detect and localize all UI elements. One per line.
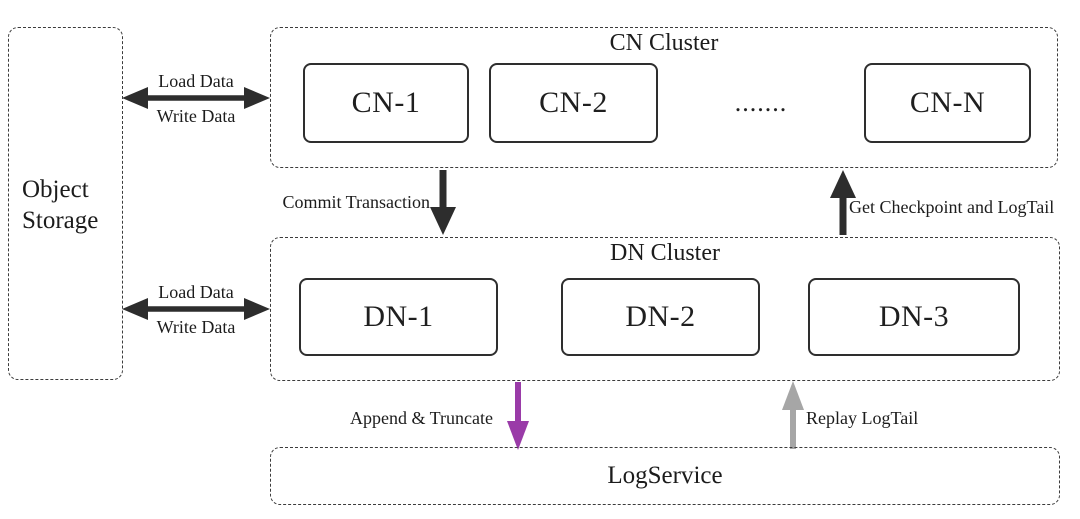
replay-logtail-label: Replay LogTail [806, 408, 919, 428]
log-service-box: LogService [270, 447, 1060, 505]
storage-dn-load-label: Load Data [158, 282, 234, 302]
commit-transaction-label: Commit Transaction [282, 192, 430, 212]
append-truncate-label: Append & Truncate [350, 408, 493, 428]
storage-cn-load-label: Load Data [158, 71, 234, 91]
cn-cluster-title: CN Cluster [609, 30, 719, 56]
storage-cn-write-label: Write Data [156, 106, 236, 126]
storage-dn-write-label: Write Data [156, 317, 236, 337]
append-arrowhead [507, 421, 529, 450]
commit-arrowhead [430, 207, 456, 235]
commit-transaction-arrow [430, 170, 456, 235]
dn-cluster-box: DN Cluster DN-1 DN-2 DN-3 [270, 237, 1060, 381]
node-dn-1: DN-1 [299, 278, 498, 356]
replay-logtail-arrow [782, 381, 804, 449]
object-storage-box: Object Storage [8, 27, 123, 380]
node-cn-1: CN-1 [303, 63, 469, 143]
replay-arrowhead [782, 381, 804, 410]
node-dn-2: DN-2 [561, 278, 760, 356]
log-service-title: LogService [607, 462, 723, 489]
cn-cluster-box: CN Cluster CN-1 CN-2 ....... CN-N [270, 27, 1058, 168]
append-truncate-arrow [507, 382, 529, 450]
get-checkpoint-label: Get Checkpoint and LogTail [849, 197, 1055, 217]
node-dn-3: DN-3 [808, 278, 1020, 356]
node-cn-2: CN-2 [489, 63, 658, 143]
cn-ellipsis: ....... [734, 88, 788, 117]
dn-cluster-title: DN Cluster [610, 240, 720, 266]
object-storage-label: Object Storage [22, 176, 99, 234]
checkpoint-arrowhead [830, 170, 856, 198]
node-cn-n: CN-N [864, 63, 1031, 143]
